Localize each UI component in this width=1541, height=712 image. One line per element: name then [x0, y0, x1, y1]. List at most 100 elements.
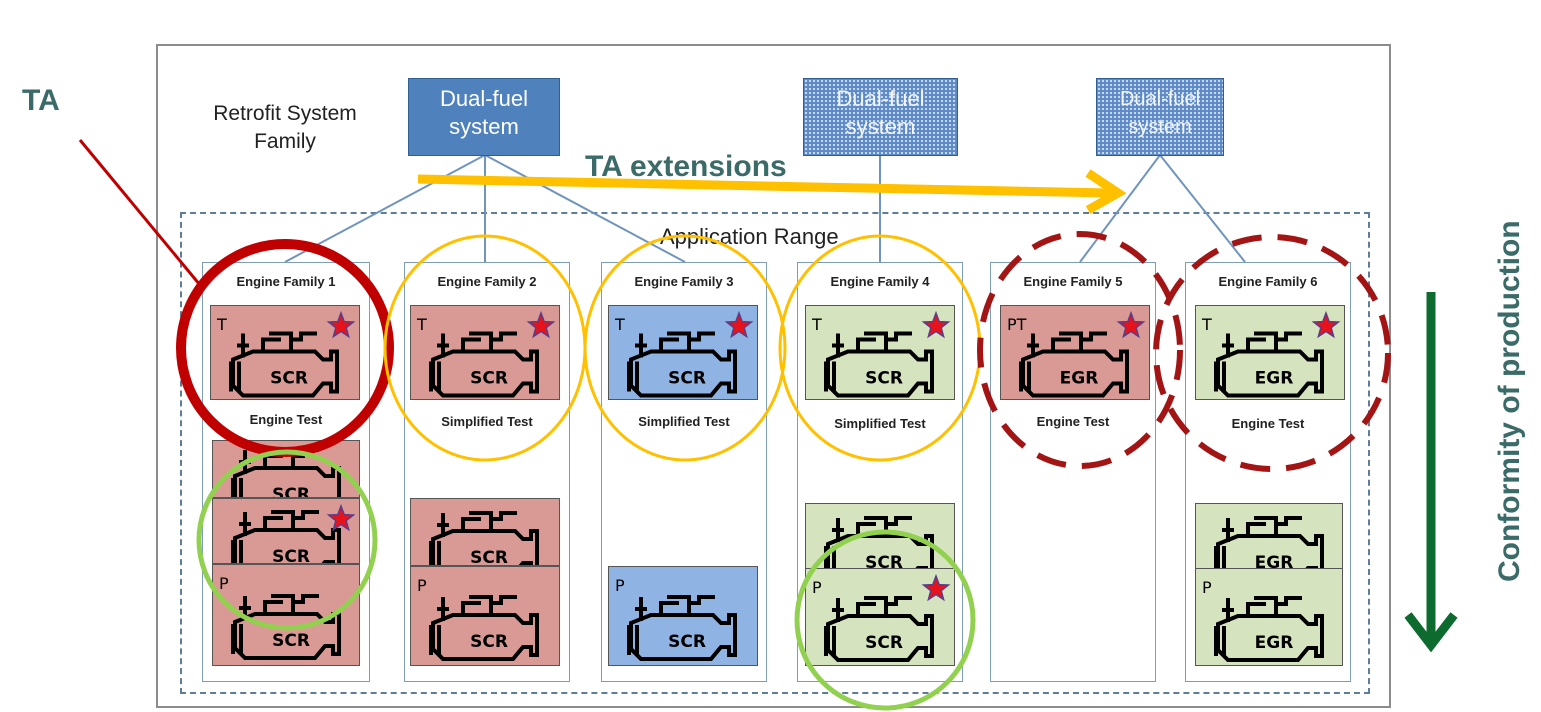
- application-range-box: [180, 212, 1370, 694]
- system-line1: Dual-fuel: [439, 86, 529, 111]
- engine-prefix-label: T: [811, 315, 822, 334]
- engine-prefix-label: T: [1201, 315, 1212, 334]
- ta-extension-circle-4: [778, 234, 982, 462]
- engine-tech-label: SCR: [272, 547, 310, 564]
- engine-icon: SCR T: [416, 310, 556, 398]
- dashed-circle-6: [1153, 234, 1391, 472]
- engine-icon: SCR: [824, 516, 934, 571]
- ta-extension-circle-3: [583, 234, 787, 462]
- engine-tech-label: SCR: [272, 485, 310, 498]
- engine-icon: SCR P: [812, 573, 951, 662]
- engine-prefix-label: T: [614, 315, 625, 334]
- engine-icon: SCR: [231, 503, 356, 564]
- test-label-6: Engine Test: [1231, 416, 1305, 431]
- engine-tech-label: SCR: [270, 369, 308, 389]
- engine-tech-label: SCR: [668, 369, 706, 389]
- engine-family-label-6: Engine Family 6: [1218, 274, 1318, 289]
- engine-tech-label: SCR: [865, 553, 903, 571]
- engine-tech-label: SCR: [668, 632, 706, 652]
- system-line1: Dual-fuel: [836, 86, 925, 111]
- system-line2: system: [1128, 116, 1192, 138]
- engine-family-label-4: Engine Family 4: [830, 274, 930, 289]
- star-icon: [1311, 310, 1341, 339]
- cop-arrowhead: [1404, 612, 1458, 653]
- engine-prefix-label: PT: [1007, 315, 1027, 334]
- test-label-3: Simplified Test: [638, 414, 730, 429]
- engine-prefix-label: P: [219, 574, 229, 593]
- dual-fuel-system-2: Dual-fuel system: [803, 78, 958, 156]
- retrofit-system-family-label: Retrofit System Family: [175, 100, 395, 156]
- star-icon: [921, 310, 951, 339]
- engine-prefix-label: T: [416, 315, 427, 334]
- engine-box: SCR: [212, 498, 360, 564]
- ta-extensions-arrow-shaft: [417, 174, 1111, 198]
- ta-label: TA: [22, 84, 60, 117]
- engine-tech-label: SCR: [865, 633, 903, 653]
- engine-tech-label: SCR: [470, 632, 508, 652]
- family-label-line2: Family: [254, 130, 316, 153]
- engine-icon: SCR P: [219, 574, 341, 660]
- cop-circle-4: [794, 529, 976, 711]
- engine-icon: EGR: [1214, 516, 1324, 571]
- system-line2: system: [449, 114, 519, 139]
- engine-icon: SCR T: [614, 310, 754, 398]
- family-label-line1: Retrofit System: [213, 102, 357, 125]
- engine-icon: EGR P: [1202, 578, 1324, 662]
- engine-tech-label: SCR: [272, 631, 310, 651]
- engine-family-label-5: Engine Family 5: [1023, 274, 1123, 289]
- test-label-5: Engine Test: [1036, 414, 1110, 429]
- engine-icon: SCR T: [811, 310, 951, 398]
- engine-box: EGR P: [1195, 568, 1343, 666]
- test-label-2: Simplified Test: [441, 414, 533, 429]
- engine-box: SCR P: [410, 566, 560, 666]
- ta-extensions-arrowhead: [1085, 169, 1127, 214]
- test-label-4: Simplified Test: [834, 416, 926, 431]
- engine-icon: SCR T: [216, 310, 356, 398]
- star-icon: [921, 573, 951, 602]
- star-icon: [526, 310, 556, 339]
- engine-box: SCR T: [410, 305, 560, 400]
- engine-prefix-label: P: [417, 576, 427, 595]
- star-icon: [724, 310, 754, 339]
- engine-box: SCR T: [210, 305, 360, 400]
- engine-box: EGR PT: [1000, 305, 1150, 400]
- engine-tech-label: SCR: [470, 548, 508, 566]
- ta-extensions-label: TA extensions: [585, 150, 787, 183]
- dual-fuel-system-3: Dual-fuel system: [1096, 78, 1224, 156]
- ta-extension-circle-2: [383, 234, 587, 462]
- engine-tech-label: EGR: [1255, 633, 1294, 653]
- conformity-of-production-label: Conformity of production: [1493, 220, 1526, 582]
- cop-circle-1: [196, 449, 378, 631]
- engine-icon: EGR PT: [1007, 310, 1146, 398]
- engine-box: SCR: [805, 503, 955, 571]
- engine-box: EGR T: [1195, 305, 1345, 400]
- engine-icon: SCR: [429, 511, 539, 566]
- engine-icon: EGR T: [1201, 310, 1341, 398]
- dual-fuel-system-1: Dual-fuel system: [408, 78, 560, 156]
- engine-icon: SCR P: [417, 576, 539, 661]
- engine-prefix-label: P: [1202, 578, 1212, 597]
- engine-prefix-label: P: [812, 578, 822, 597]
- engine-tech-label: EGR: [1060, 369, 1099, 389]
- engine-tech-label: SCR: [865, 369, 903, 389]
- star-icon: [1116, 310, 1146, 339]
- test-label-1: Engine Test: [249, 412, 323, 427]
- ta-pointer-line: [78, 139, 202, 286]
- system-line1: Dual-fuel: [1119, 88, 1201, 110]
- ta-circle: [176, 239, 394, 457]
- engine-family-label-3: Engine Family 3: [634, 274, 734, 289]
- engine-tech-label: EGR: [1255, 369, 1294, 389]
- engine-tech-label: SCR: [470, 369, 508, 389]
- engine-box: SCR T: [805, 305, 955, 400]
- dashed-circle-5: [977, 231, 1183, 469]
- engine-tech-label: EGR: [1255, 553, 1294, 571]
- engine-family-label-1: Engine Family 1: [236, 274, 336, 289]
- engine-box: SCR: [410, 498, 560, 566]
- engine-box: SCR T: [608, 305, 758, 400]
- engine-prefix-label: T: [216, 315, 227, 334]
- engine-family-label-2: Engine Family 2: [437, 274, 537, 289]
